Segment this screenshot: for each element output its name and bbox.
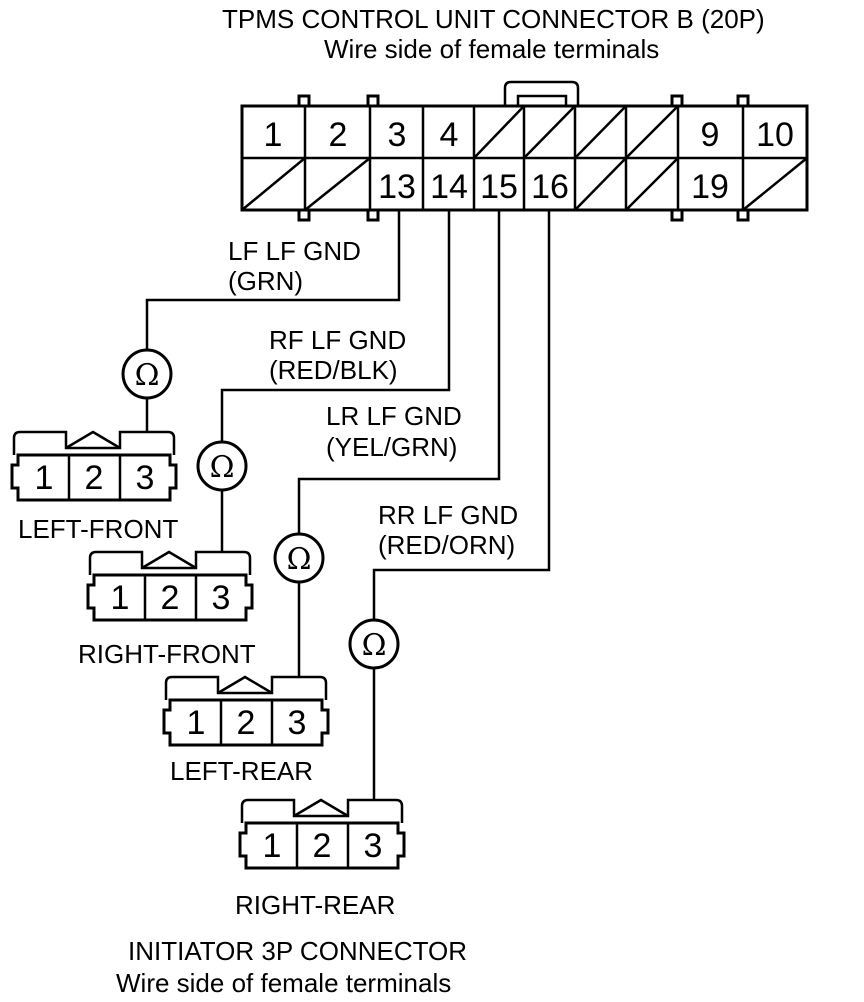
connector-b-pin-16: 16	[531, 168, 569, 206]
connector-b-latch-inner	[516, 94, 568, 106]
wire-rf-color: (RED/BLK)	[269, 355, 398, 385]
ohmmeter-icon: Ω	[273, 532, 325, 584]
wire-rf	[220, 210, 451, 442]
svg-text:1: 1	[187, 704, 206, 742]
wire-rr	[372, 210, 551, 620]
connector-b-pin-2: 2	[329, 116, 348, 154]
wire-lf-name: LF LF GND	[228, 236, 361, 266]
initiator-connector-subtitle: Wire side of female terminals	[116, 968, 451, 998]
svg-text:3: 3	[212, 579, 231, 617]
ohmmeter-icon: Ω	[348, 618, 400, 670]
initiator-left-rear: 1 2 3	[162, 675, 330, 747]
svg-text:Ω: Ω	[135, 358, 160, 393]
svg-text:3: 3	[288, 704, 307, 742]
wire-lf-color: (GRN)	[228, 266, 303, 296]
wire-lr-color: (YEL/GRN)	[326, 432, 457, 462]
wire-rr-name: RR LF GND	[378, 500, 518, 530]
svg-text:1: 1	[263, 827, 282, 865]
connector-b-pin-1: 1	[264, 116, 283, 154]
initiator-right-rear: 1 2 3	[238, 798, 406, 870]
initiator-left-front: 1 2 3	[10, 430, 178, 502]
initiator-right-rear-label: RIGHT-REAR	[235, 890, 395, 920]
initiator-right-front-label: RIGHT-FRONT	[78, 639, 256, 669]
connector-b-pin-14: 14	[430, 168, 468, 206]
connector-b-subtitle: Wire side of female terminals	[324, 34, 659, 64]
wire-rr-color: (RED/ORN)	[378, 530, 515, 560]
svg-text:1: 1	[111, 579, 130, 617]
svg-text:2: 2	[237, 704, 256, 742]
svg-text:Ω: Ω	[362, 628, 387, 663]
connector-b: 1 2 3 4 9 10 13 14 15 16 19	[240, 80, 809, 222]
initiator-connector-title: INITIATOR 3P CONNECTOR	[128, 936, 467, 966]
connector-b-pin-13: 13	[378, 168, 416, 206]
svg-text:Ω: Ω	[287, 542, 312, 577]
initiator-left-front-label: LEFT-FRONT	[18, 514, 178, 544]
svg-text:Ω: Ω	[210, 450, 235, 485]
initiator-left-rear-label: LEFT-REAR	[170, 756, 313, 786]
svg-text:2: 2	[161, 579, 180, 617]
wire-lf	[145, 210, 401, 350]
wire-rf-name: RF LF GND	[269, 325, 406, 355]
connector-b-pin-10: 10	[756, 116, 794, 154]
connector-b-latch	[503, 80, 580, 106]
connector-b-pin-9: 9	[701, 116, 720, 154]
svg-text:3: 3	[364, 827, 383, 865]
wire-lr-name: LR LF GND	[326, 401, 462, 431]
ohmmeter-icon: Ω	[196, 440, 248, 492]
wire-lr	[297, 210, 501, 534]
initiator-right-front: 1 2 3	[86, 550, 254, 622]
svg-text:2: 2	[313, 827, 332, 865]
ohmmeter-icon: Ω	[121, 348, 173, 400]
connector-b-pin-19: 19	[691, 168, 729, 206]
connector-b-title: TPMS CONTROL UNIT CONNECTOR B (20P)	[222, 4, 765, 34]
svg-text:2: 2	[85, 459, 104, 497]
svg-text:1: 1	[35, 459, 54, 497]
svg-text:3: 3	[136, 459, 155, 497]
connector-b-pin-15: 15	[480, 168, 518, 206]
connector-b-pin-3: 3	[388, 116, 407, 154]
connector-b-pin-4: 4	[440, 116, 459, 154]
